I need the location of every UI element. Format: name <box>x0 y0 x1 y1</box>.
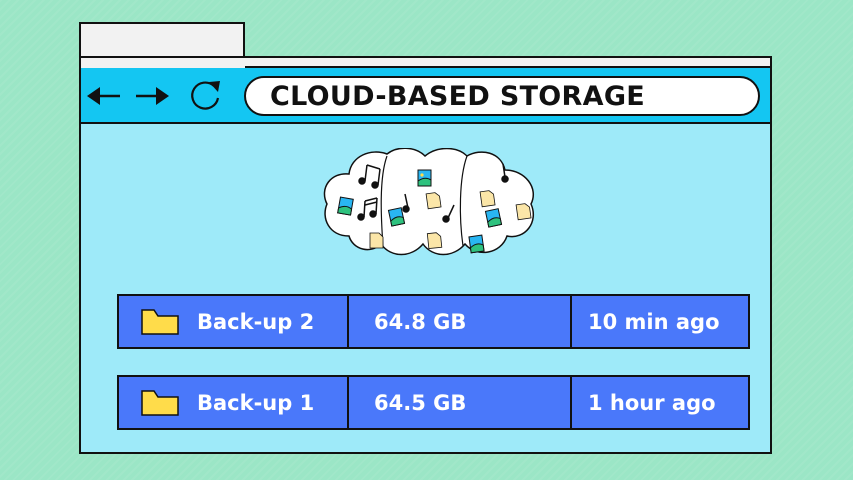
backup-time-cell: 1 hour ago <box>572 377 748 428</box>
backup-time-cell: 10 min ago <box>572 296 748 347</box>
folder-icon <box>141 308 179 335</box>
reload-icon[interactable] <box>187 78 223 114</box>
backup-row[interactable]: Back-up 2 64.8 GB 10 min ago <box>117 294 750 349</box>
address-bar[interactable]: CLOUD-BASED STORAGE <box>244 76 760 116</box>
backup-name-cell: Back-up 2 <box>119 296 349 347</box>
arrow-right-icon[interactable] <box>134 82 170 110</box>
backup-name-cell: Back-up 1 <box>119 377 349 428</box>
backup-name: Back-up 1 <box>197 390 315 415</box>
image-file-icon <box>417 169 432 187</box>
image-file-icon <box>468 234 485 254</box>
backup-modified: 1 hour ago <box>588 390 716 415</box>
music-note-icon <box>442 204 455 223</box>
tab-strip <box>81 58 245 68</box>
music-note-icon <box>358 164 381 189</box>
image-file-icon <box>337 196 354 216</box>
backup-row[interactable]: Back-up 1 64.5 GB 1 hour ago <box>117 375 750 430</box>
music-note-icon <box>501 163 509 183</box>
arrow-left-icon[interactable] <box>86 82 122 110</box>
image-file-icon <box>484 208 503 228</box>
browser-window: CLOUD-BASED STORAGE <box>79 56 772 454</box>
backup-name: Back-up 2 <box>197 309 315 334</box>
tab-strip-bar <box>245 58 770 68</box>
backup-size-cell: 64.8 GB <box>349 296 572 347</box>
backup-size-cell: 64.5 GB <box>349 377 572 428</box>
folder-icon <box>141 389 179 416</box>
document-file-icon <box>369 190 532 250</box>
image-file-icon <box>387 207 406 227</box>
cloud-icon <box>323 148 534 256</box>
music-note-icon <box>402 193 410 213</box>
browser-toolbar: CLOUD-BASED STORAGE <box>81 68 770 124</box>
backup-size: 64.8 GB <box>374 309 467 334</box>
address-bar-text: CLOUD-BASED STORAGE <box>270 80 646 112</box>
music-note-icon <box>357 197 378 221</box>
backup-modified: 10 min ago <box>588 309 720 334</box>
backup-size: 64.5 GB <box>374 390 467 415</box>
